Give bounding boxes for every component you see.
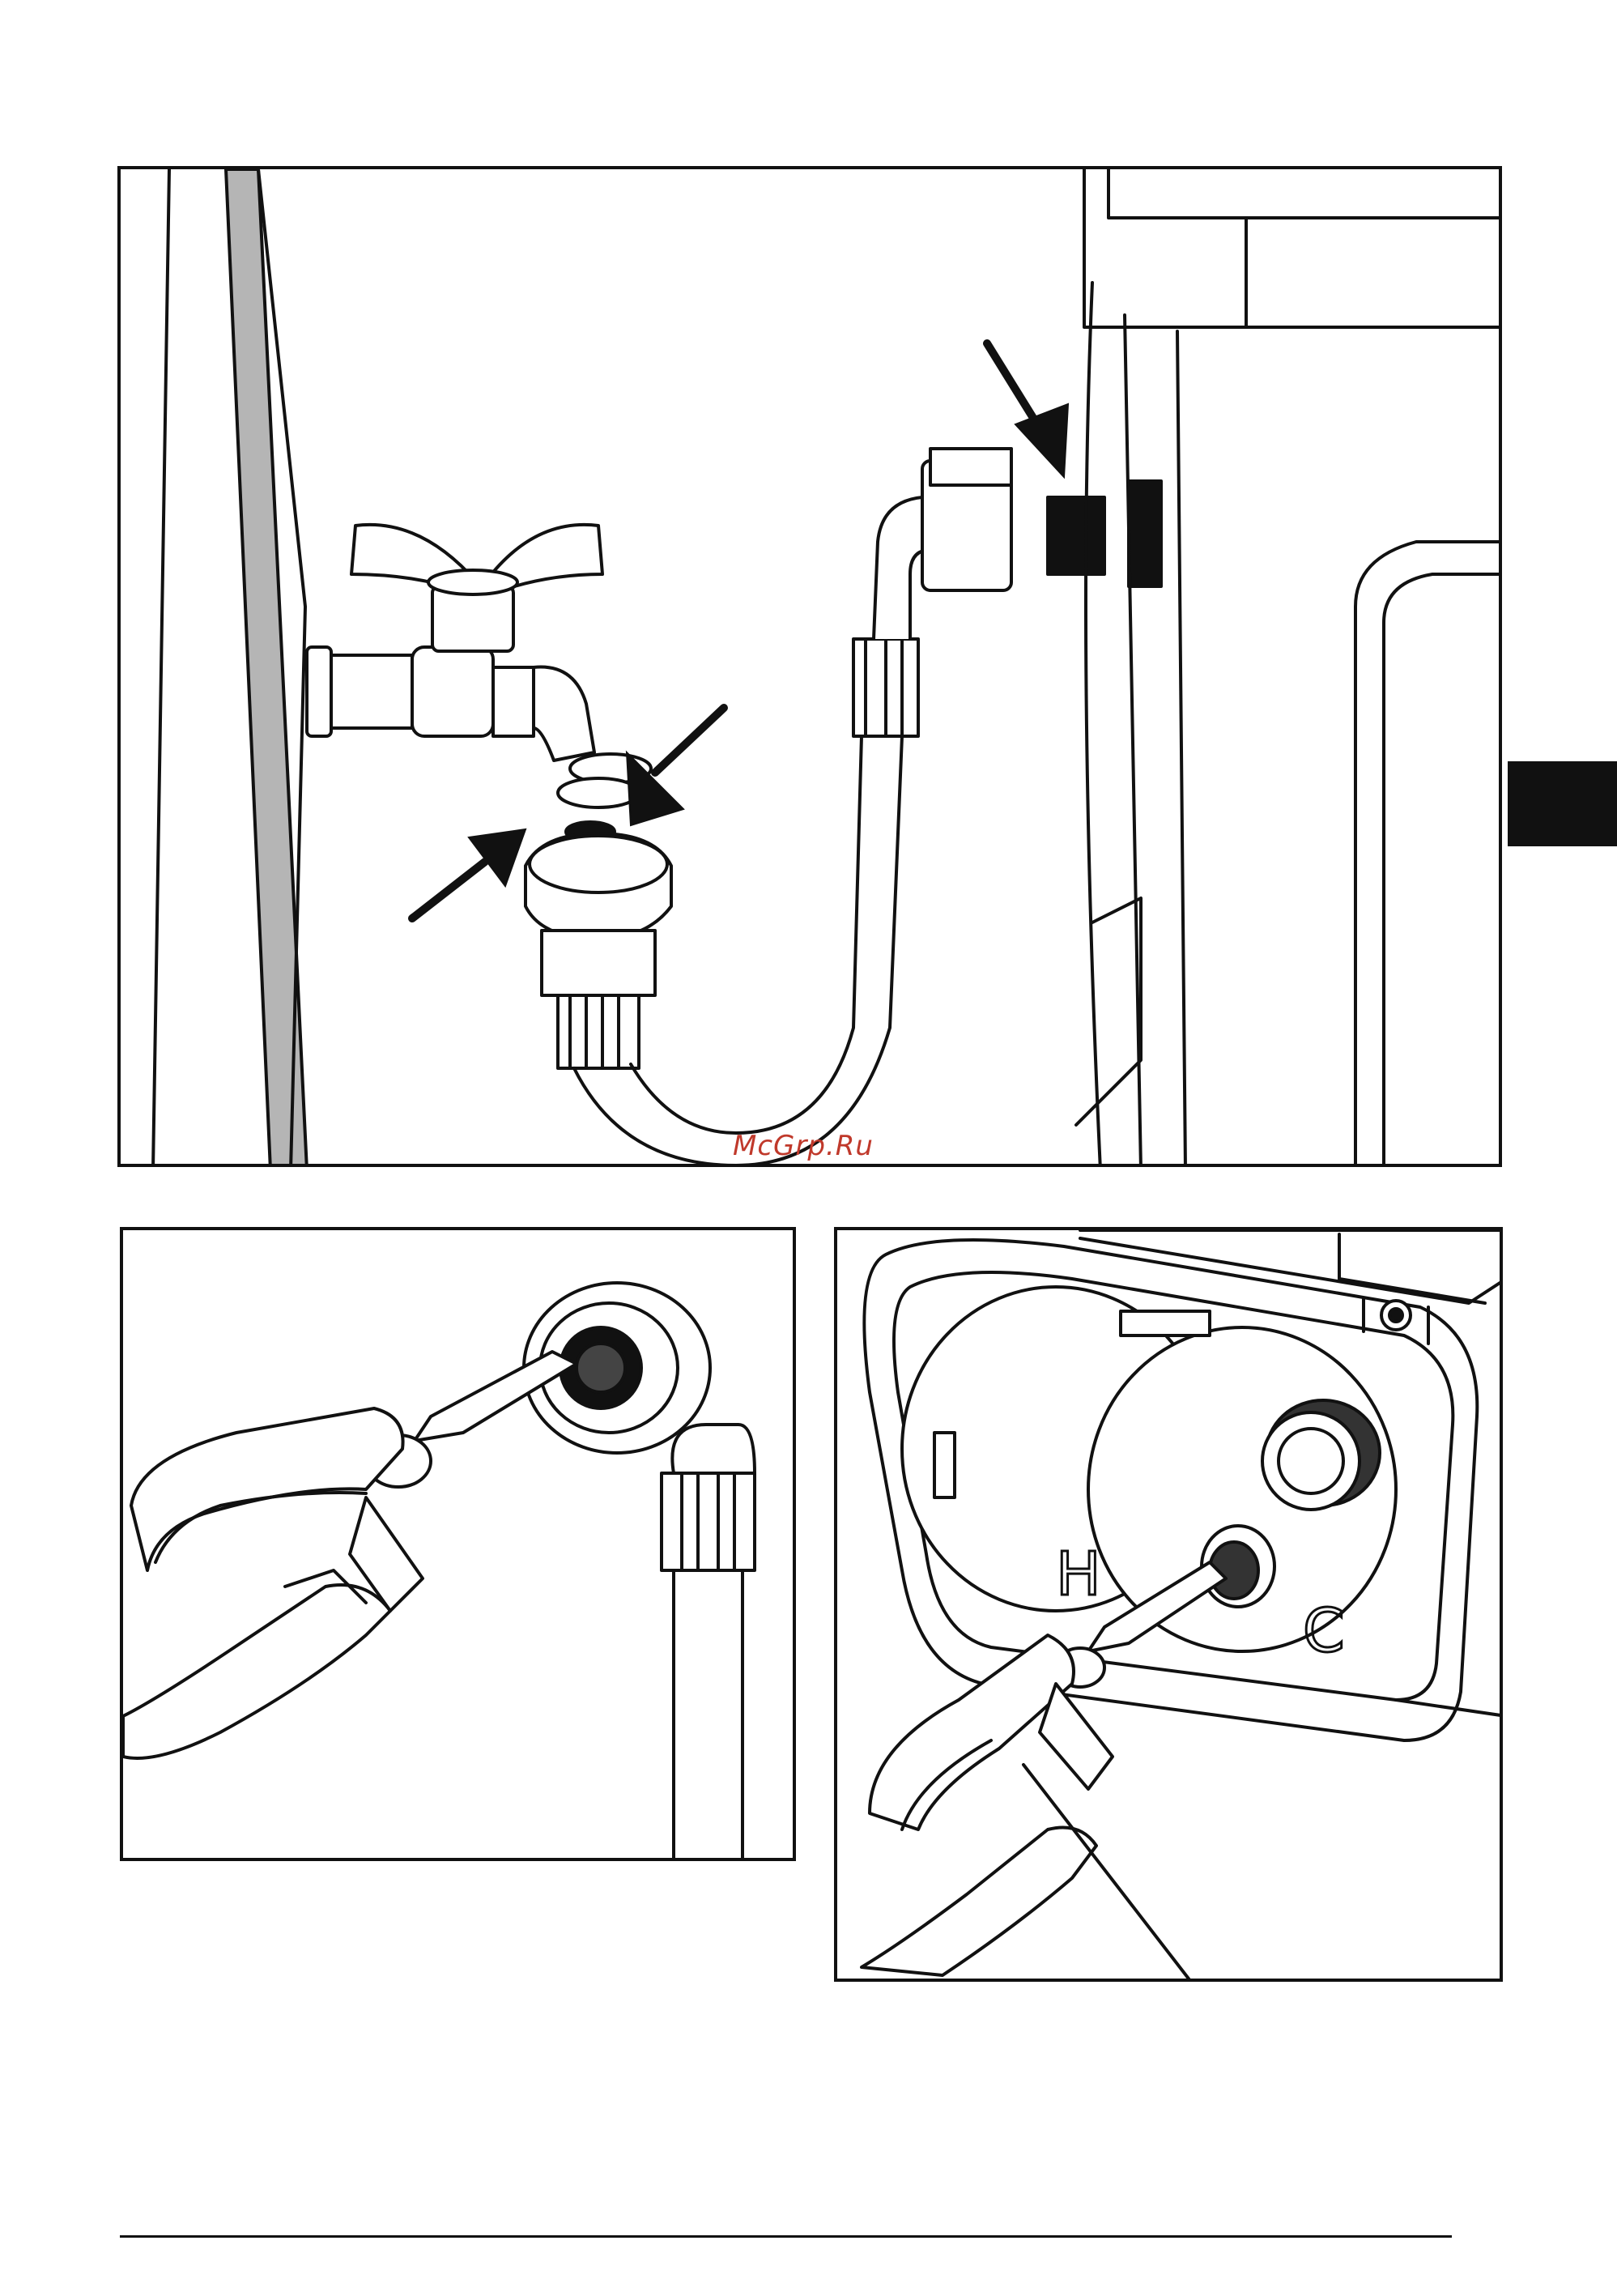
washer-ring [558,778,639,807]
hose-connection-drawing [121,169,1502,1167]
hose-filter-drawing [123,1230,796,1861]
machine-inlet-thread [1129,481,1161,586]
illustration-hose-connection [117,166,1502,1167]
illustration-hose-filter-removal [120,1227,796,1861]
arrow-icon [627,708,724,825]
wall-line [153,169,169,1167]
machine-inlet-nut [1048,497,1104,574]
footer-rule [120,2235,1452,2238]
watermark: McGrp.Ru [733,1130,874,1162]
tap-icon [307,525,602,760]
arrow-icon [412,829,526,918]
pliers-icon [123,1352,577,1758]
section-tab-marker [1508,761,1617,846]
hose-coupling [526,833,671,1068]
filter-label-h: H [1056,1540,1101,1609]
illustration-machine-filter-removal: H C [834,1227,1503,1982]
machine-filter-drawing: H C [837,1230,1503,1982]
hose-icon [674,1538,743,1861]
filter-label-c: C [1303,1596,1345,1666]
